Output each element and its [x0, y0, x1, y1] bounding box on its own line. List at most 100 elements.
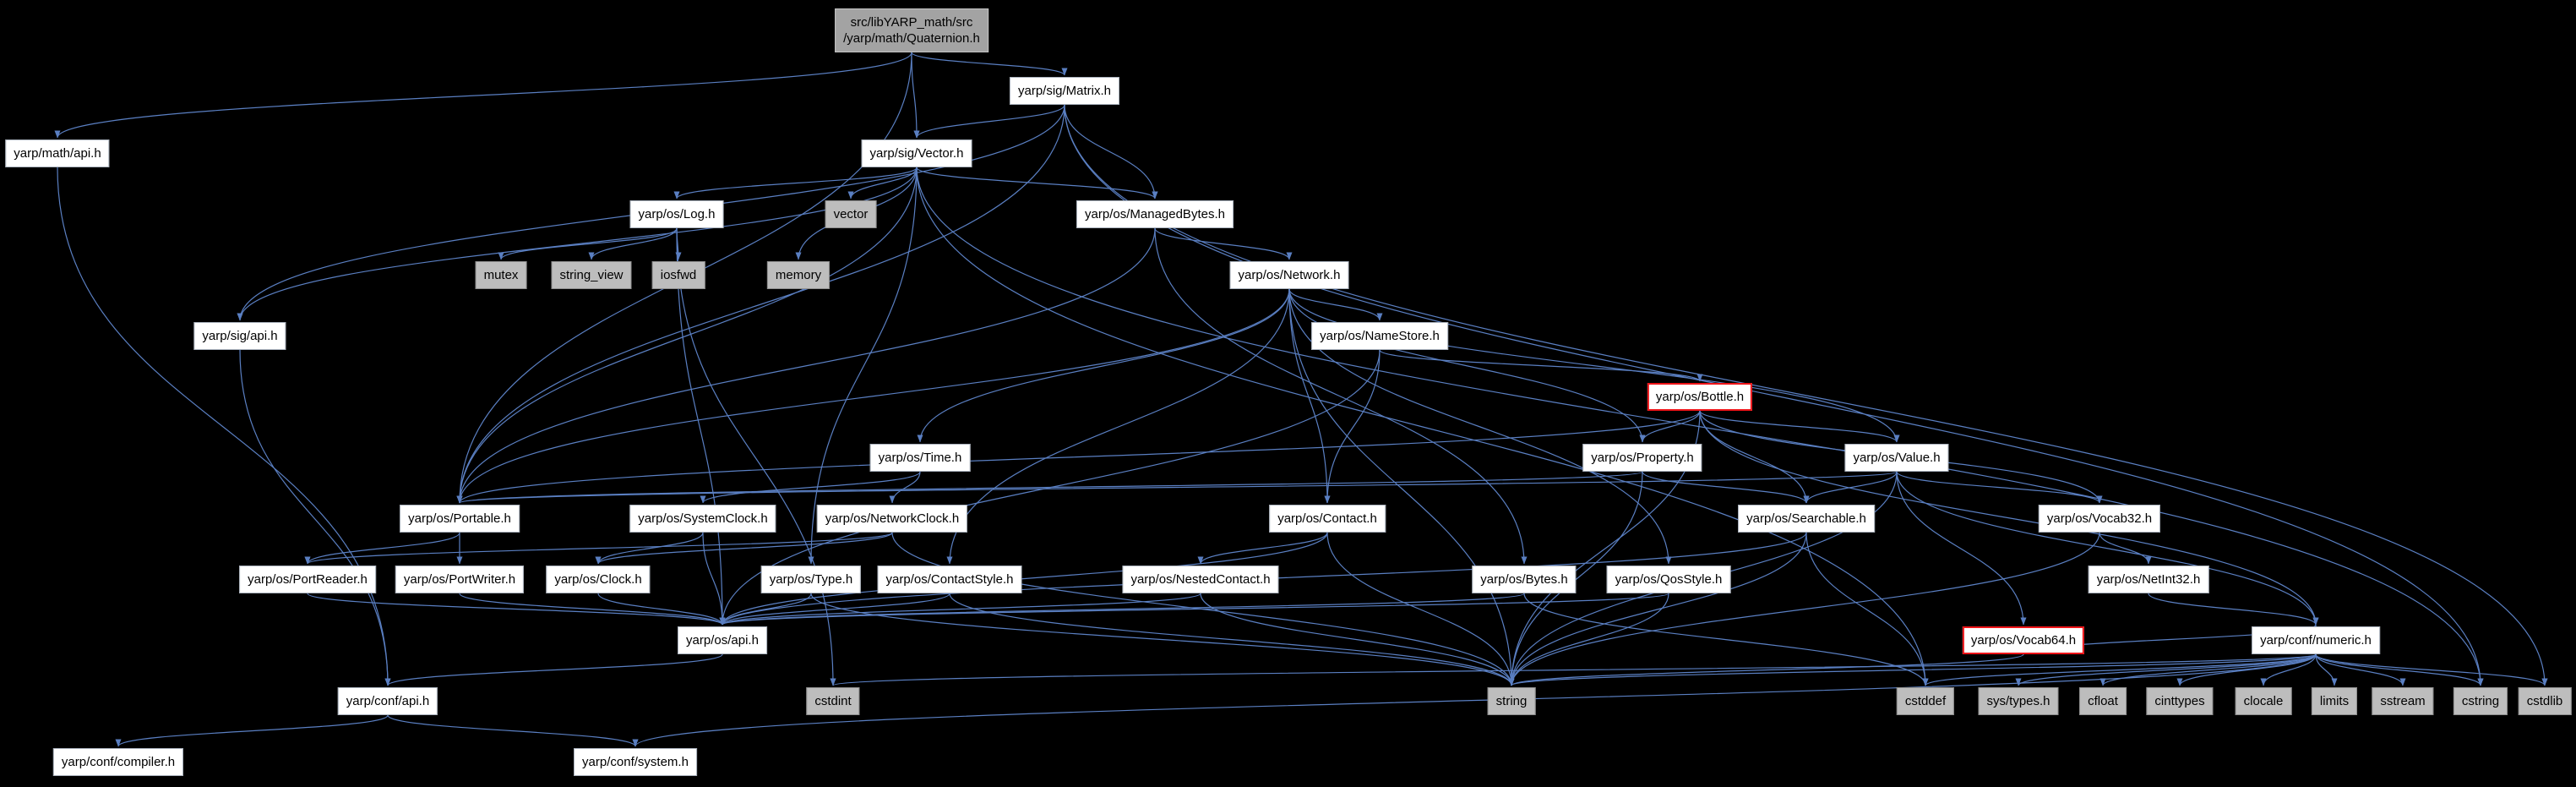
- graph-node-property[interactable]: yarp/os/Property.h: [1582, 444, 1702, 472]
- graph-node-root: src/libYARP_math/src /yarp/math/Quaterni…: [835, 8, 988, 52]
- include-edge-mathapi-to-confapi: [57, 167, 391, 686]
- include-edge-matrix-to-managedbytes: [1064, 104, 1158, 199]
- include-edge-property-to-string: [1508, 471, 1643, 686]
- include-edge-contact-to-string: [1326, 532, 1515, 686]
- graph-node-systemclock[interactable]: yarp/os/SystemClock.h: [629, 505, 776, 533]
- graph-node-osapi[interactable]: yarp/os/api.h: [678, 626, 767, 654]
- include-edge-managedbytes-to-portable: [456, 227, 1156, 504]
- graph-node-vocab64[interactable]: yarp/os/Vocab64.h: [1962, 626, 2085, 654]
- include-edge-networkclock-to-clock: [595, 532, 893, 565]
- include-edge-numeric-to-cfloat: [2099, 653, 2317, 686]
- include-edge-value-to-vocab64: [1896, 471, 2027, 626]
- graph-node-vector_h[interactable]: yarp/sig/Vector.h: [861, 139, 972, 167]
- graph-node-netint32[interactable]: yarp/os/NetInt32.h: [2088, 566, 2209, 593]
- include-edge-log-to-string_view: [588, 227, 678, 260]
- include-edge-matrix-to-cstring: [1064, 104, 2484, 686]
- graph-node-numeric[interactable]: yarp/conf/numeric.h: [2252, 626, 2380, 654]
- graph-node-confapi[interactable]: yarp/conf/api.h: [337, 687, 438, 715]
- include-edge-log-to-cstdint: [676, 227, 836, 686]
- include-edge-bytes-to-cstddef: [1523, 593, 1929, 686]
- include-edge-contact-to-nestedcontact: [1197, 532, 1328, 565]
- include-edge-value-to-numeric: [1896, 471, 2319, 626]
- include-edge-network-to-qosstyle: [1288, 288, 1672, 565]
- include-edge-log-to-mutex: [498, 227, 678, 260]
- graph-node-vocab32[interactable]: yarp/os/Vocab32.h: [2038, 505, 2161, 533]
- include-edge-vector_h-to-log: [673, 167, 918, 199]
- include-edge-clock-to-osapi: [597, 593, 726, 626]
- include-edge-netint32-to-numeric: [2148, 593, 2319, 626]
- graph-node-nestedcontact[interactable]: yarp/os/NestedContact.h: [1122, 566, 1279, 593]
- include-edge-network-to-time: [917, 288, 1290, 443]
- include-edge-network-to-property: [1288, 288, 1646, 443]
- include-edge-bottle-to-searchable: [1699, 410, 1810, 504]
- include-edge-searchable-to-string: [1508, 532, 1807, 686]
- include-edge-matrix-to-vector_h: [913, 104, 1065, 139]
- include-edge-searchable-to-cstddef: [1805, 532, 1929, 686]
- include-edge-portable-to-portreader: [304, 532, 460, 565]
- graph-node-limits: limits: [2311, 687, 2358, 715]
- graph-node-log[interactable]: yarp/os/Log.h: [629, 200, 724, 228]
- include-edge-systemclock-to-clock: [595, 532, 704, 565]
- include-edge-property-to-searchable: [1642, 471, 1810, 504]
- include-edge-network-to-namestore: [1288, 288, 1383, 321]
- graph-node-compiler[interactable]: yarp/conf/compiler.h: [52, 748, 184, 776]
- graph-node-searchable[interactable]: yarp/os/Searchable.h: [1738, 505, 1875, 533]
- graph-node-systypes: sys/types.h: [1978, 687, 2059, 715]
- graph-node-clocale: clocale: [2235, 687, 2292, 715]
- graph-node-string_view: string_view: [551, 261, 632, 289]
- include-edge-nestedcontact-to-osapi: [719, 593, 1201, 626]
- include-edge-property-to-portable: [457, 471, 1643, 504]
- include-edge-confapi-to-compiler: [115, 714, 389, 747]
- graph-node-mathapi[interactable]: yarp/math/api.h: [5, 139, 110, 167]
- graph-node-string: string: [1487, 687, 1536, 715]
- include-edge-matrix-to-cstdlib: [1064, 104, 2548, 686]
- include-edge-vocab32-to-string: [1508, 532, 2100, 686]
- graph-node-sigapi[interactable]: yarp/sig/api.h: [193, 322, 286, 350]
- include-edge-confapi-to-system: [387, 714, 639, 747]
- include-edge-managedbytes-to-network: [1154, 227, 1293, 260]
- graph-node-system[interactable]: yarp/conf/system.h: [574, 748, 697, 776]
- include-edge-vocab64-to-string: [1508, 653, 2024, 686]
- graph-node-portwriter[interactable]: yarp/os/PortWriter.h: [395, 566, 525, 593]
- graph-node-sstream: sstream: [2372, 687, 2434, 715]
- graph-node-contact[interactable]: yarp/os/Contact.h: [1269, 505, 1386, 533]
- include-edge-sigapi-to-confapi: [239, 349, 391, 686]
- include-edge-bottle-to-portable: [456, 410, 1701, 504]
- graph-node-bytes[interactable]: yarp/os/Bytes.h: [1472, 566, 1577, 593]
- graph-node-portreader[interactable]: yarp/os/PortReader.h: [239, 566, 376, 593]
- include-edge-time-to-networkclock: [889, 471, 921, 504]
- include-edge-network-to-string: [1288, 288, 1515, 686]
- graph-node-mutex: mutex: [475, 261, 527, 289]
- graph-node-type[interactable]: yarp/os/Type.h: [760, 566, 862, 593]
- graph-node-networkclock[interactable]: yarp/os/NetworkClock.h: [816, 505, 968, 533]
- graph-node-value[interactable]: yarp/os/Value.h: [1844, 444, 1949, 472]
- graph-node-bottle[interactable]: yarp/os/Bottle.h: [1647, 383, 1753, 411]
- include-edge-namestore-to-bottle: [1379, 349, 1703, 382]
- graph-node-namestore[interactable]: yarp/os/NameStore.h: [1311, 322, 1448, 350]
- graph-node-cstdlib: cstdlib: [2518, 687, 2572, 715]
- graph-node-matrix[interactable]: yarp/sig/Matrix.h: [1009, 77, 1120, 105]
- graph-node-time[interactable]: yarp/os/Time.h: [869, 444, 971, 472]
- include-edge-osapi-to-confapi: [384, 653, 723, 686]
- include-edge-value-to-searchable: [1803, 471, 1898, 504]
- include-edge-bottle-to-numeric: [1699, 410, 2319, 626]
- graph-node-network[interactable]: yarp/os/Network.h: [1229, 261, 1349, 289]
- graph-node-contactstyle[interactable]: yarp/os/ContactStyle.h: [877, 566, 1022, 593]
- include-edge-vector_h-to-managedbytes: [916, 167, 1158, 199]
- include-edge-numeric-to-system: [632, 653, 2317, 747]
- include-edge-portreader-to-osapi: [307, 593, 726, 626]
- graph-node-cstring: cstring: [2453, 687, 2508, 715]
- graph-node-clock[interactable]: yarp/os/Clock.h: [546, 566, 651, 593]
- graph-node-qosstyle[interactable]: yarp/os/QosStyle.h: [1606, 566, 1731, 593]
- include-edge-matrix-to-portable: [456, 104, 1065, 504]
- include-edge-vector_h-to-vector: [847, 167, 918, 199]
- include-edge-numeric-to-string: [1508, 653, 2317, 686]
- include-edge-networkclock-to-portreader: [304, 532, 893, 565]
- include-edge-vector_h-to-sigapi: [237, 167, 918, 321]
- graph-node-managedbytes[interactable]: yarp/os/ManagedBytes.h: [1076, 200, 1234, 228]
- include-edge-numeric-to-cstdint: [831, 653, 2317, 686]
- include-edge-namestore-to-contact: [1324, 349, 1381, 504]
- include-edge-log-to-osapi: [676, 227, 726, 626]
- graph-node-portable[interactable]: yarp/os/Portable.h: [400, 505, 520, 533]
- include-edge-systemclock-to-osapi: [702, 532, 726, 626]
